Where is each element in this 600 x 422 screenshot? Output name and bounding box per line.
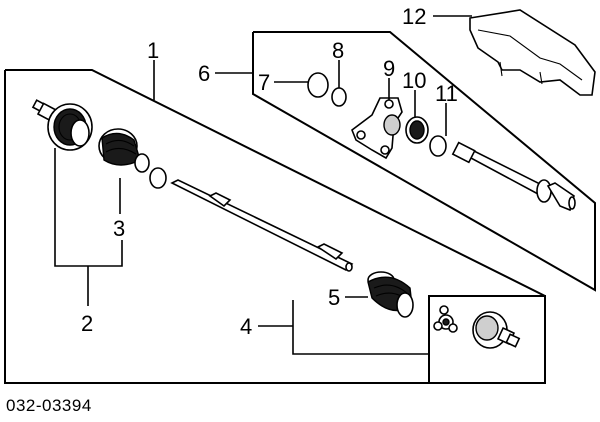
- callout-9: 9: [383, 56, 395, 81]
- callout-8: 8: [332, 38, 344, 63]
- bearing-support-bracket-9: [351, 97, 403, 160]
- callout-4: 4: [240, 314, 252, 339]
- callout-11: 11: [435, 81, 458, 106]
- callout-2: 2: [81, 311, 93, 336]
- intermediate-shaft: [451, 141, 576, 212]
- bearing-10: [405, 116, 429, 144]
- heat-shield-12: [469, 9, 596, 96]
- clip-ring-11: [429, 135, 447, 157]
- seal-7: [307, 72, 329, 98]
- assembly-4-inset-frame: [428, 295, 546, 384]
- snap-ring-8: [331, 87, 347, 107]
- tripod-spider: [433, 305, 458, 333]
- callout-1: 1: [147, 38, 159, 63]
- callout-10: 10: [402, 68, 426, 93]
- inner-boot: [367, 271, 414, 318]
- inner-cv-housing: [472, 311, 521, 349]
- assembly-6-frame: [252, 31, 596, 292]
- outer-boot: [98, 128, 150, 173]
- callout-7: 7: [258, 70, 270, 95]
- callout-5: 5: [328, 285, 340, 310]
- clip-ring: [149, 167, 167, 189]
- diagram-part-code: 032-03394: [6, 396, 92, 415]
- callout-3: 3: [113, 216, 125, 241]
- leader-lines: [54, 15, 472, 355]
- callout-6: 6: [198, 61, 210, 86]
- callout-12: 12: [402, 4, 426, 29]
- half-shaft: [170, 179, 354, 272]
- outer-cv-joint: [31, 99, 93, 151]
